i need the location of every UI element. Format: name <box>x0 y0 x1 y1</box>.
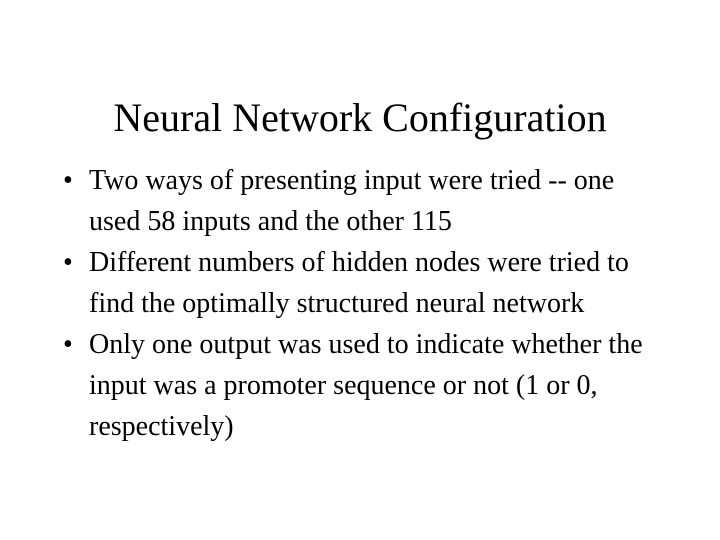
bullet-item: • Only one output was used to indicate w… <box>56 324 656 447</box>
bullet-item-text: Different numbers of hidden nodes were t… <box>89 247 629 319</box>
bullet-point-icon: • <box>63 165 73 196</box>
bullet-item: • Two ways of presenting input were trie… <box>56 160 656 242</box>
bullet-point-icon: • <box>63 247 73 278</box>
bullet-item-text: Two ways of presenting input were tried … <box>89 165 615 237</box>
bullet-item: • Different numbers of hidden nodes were… <box>56 242 656 324</box>
bullet-item-text: Only one output was used to indicate whe… <box>89 329 643 442</box>
bullet-point-icon: • <box>63 329 73 360</box>
slide-title: Neural Network Configuration <box>113 94 607 140</box>
slide-body: • Two ways of presenting input were trie… <box>56 160 656 447</box>
bullet-list: • Two ways of presenting input were trie… <box>56 160 656 447</box>
